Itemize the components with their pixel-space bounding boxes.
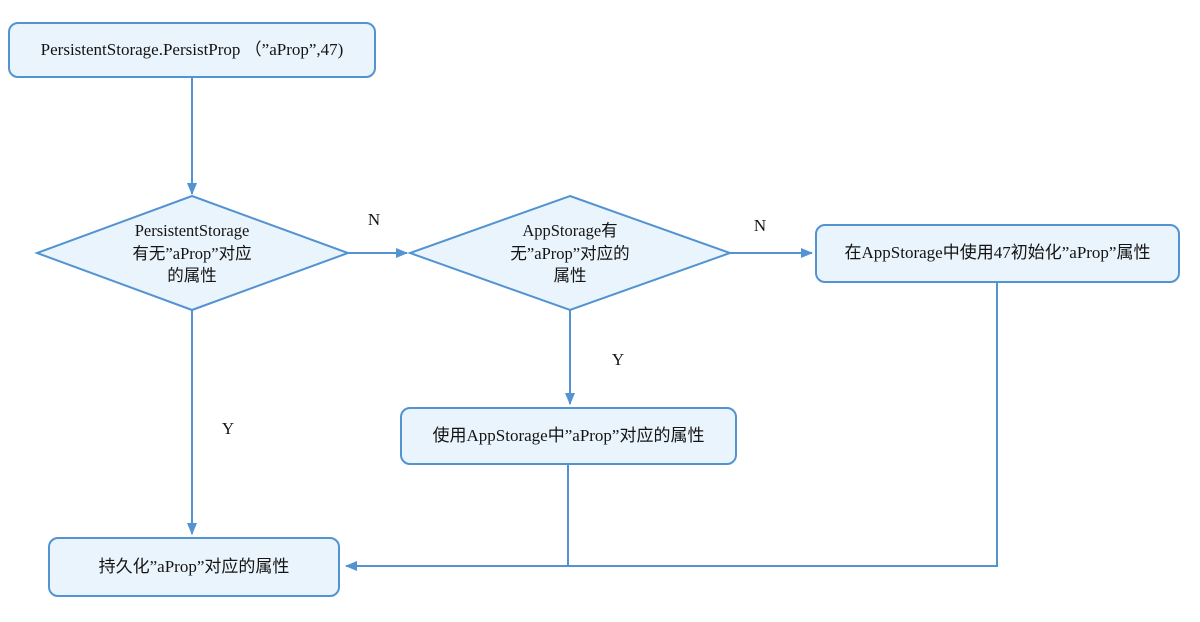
persist-node: 持久化”aProp”对应的属性 (48, 537, 340, 597)
edge-init-to-persist (345, 283, 998, 571)
edge-label-decision1-no: N (367, 210, 381, 229)
decision-persistentstorage-label: PersistentStorage 有无”aProp”对应 的属性 (132, 220, 252, 286)
use-appstorage-node: 使用AppStorage中”aProp”对应的属性 (400, 407, 737, 465)
start-node: PersistentStorage.PersistProp （”aProp”,4… (8, 22, 376, 78)
edge-label-decision1-yes: Y (221, 419, 235, 438)
decision-appstorage-label: AppStorage有 无”aProp”对应的 属性 (510, 220, 630, 286)
edge-label-decision2-no: N (753, 216, 767, 235)
edge-label-decision2-yes: Y (611, 350, 625, 369)
init-appstorage-node: 在AppStorage中使用47初始化”aProp”属性 (815, 224, 1180, 283)
